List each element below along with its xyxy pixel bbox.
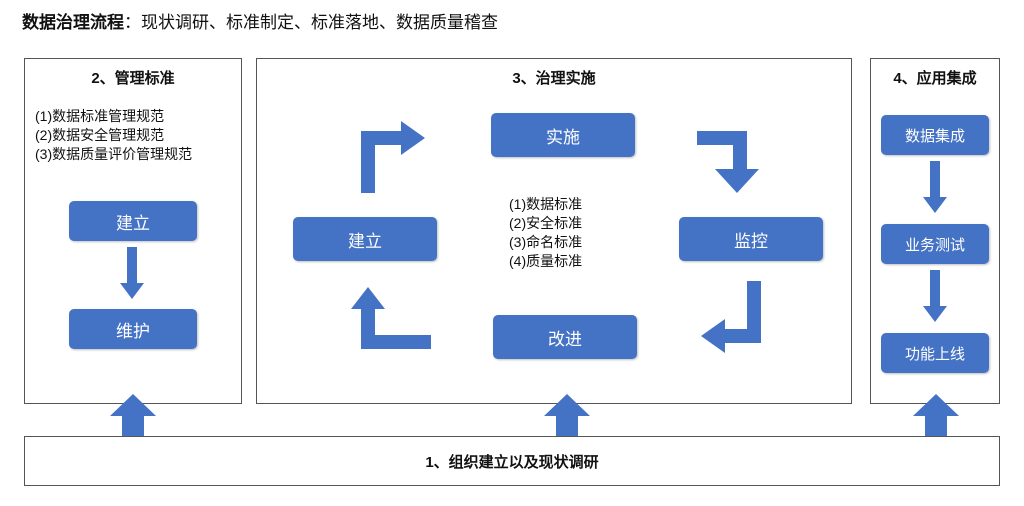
page-title: 数据治理流程：现状调研、标准制定、标准落地、数据质量稽查 [22,8,498,33]
panel-manage-standards: 2、管理标准 (1)数据标准管理规范 (2)数据安全管理规范 (3)数据质量评价… [24,58,242,404]
box-maintain: 维护 [69,309,197,349]
box-build: 建立 [69,201,197,241]
bottom-bar-label: 1、组织建立以及现状调研 [425,453,599,471]
box-monitor: 监控 [679,217,823,261]
list-item: (4)质量标准 [509,253,583,269]
panel-app-integration: 4、应用集成 数据集成 业务测试 功能上线 [870,58,1000,404]
bent-arrow-up-right-icon [361,121,425,193]
list-item: (2)安全标准 [509,215,583,231]
box-go-live: 功能上线 [881,333,989,373]
bottom-bar-org-research: 1、组织建立以及现状调研 [24,436,1000,486]
list-item: (1)数据标准管理规范 [35,108,165,124]
arrow-down-icon [923,161,947,213]
box-improve: 改进 [493,315,637,359]
standards-list: (1)数据标准管理规范 (2)数据安全管理规范 (3)数据质量评价管理规范 [35,107,192,164]
title-rest: ：现状调研、标准制定、标准落地、数据质量稽查 [124,13,498,32]
box-implement: 实施 [491,113,635,157]
box-business-test: 业务测试 [881,224,989,264]
bent-arrow-right-down-icon [697,131,759,193]
panel-governance: 3、治理实施 实施 建立 监控 改进 (1)数据标准 (2)安全标准 (3)命名… [256,58,852,404]
arrow-down-icon [120,247,144,299]
list-item: (2)数据安全管理规范 [35,127,165,143]
panel-title: 4、应用集成 [893,70,977,87]
arrow-down-icon [923,270,947,322]
list-item: (3)命名标准 [509,234,583,250]
list-item: (3)数据质量评价管理规范 [35,146,193,162]
bent-arrow-left-up-icon [351,287,431,349]
arrow-up-icon [544,394,590,438]
panel-title: 3、治理实施 [512,70,596,87]
box-data-integration: 数据集成 [881,115,989,155]
bent-arrow-down-left-icon [701,281,761,353]
arrow-up-icon [110,394,156,438]
list-item: (1)数据标准 [509,196,583,212]
standards-list: (1)数据标准 (2)安全标准 (3)命名标准 (4)质量标准 [509,195,582,271]
title-bold: 数据治理流程 [22,13,124,32]
panel-title: 2、管理标准 [91,70,175,87]
arrow-up-icon [913,394,959,438]
box-build: 建立 [293,217,437,261]
